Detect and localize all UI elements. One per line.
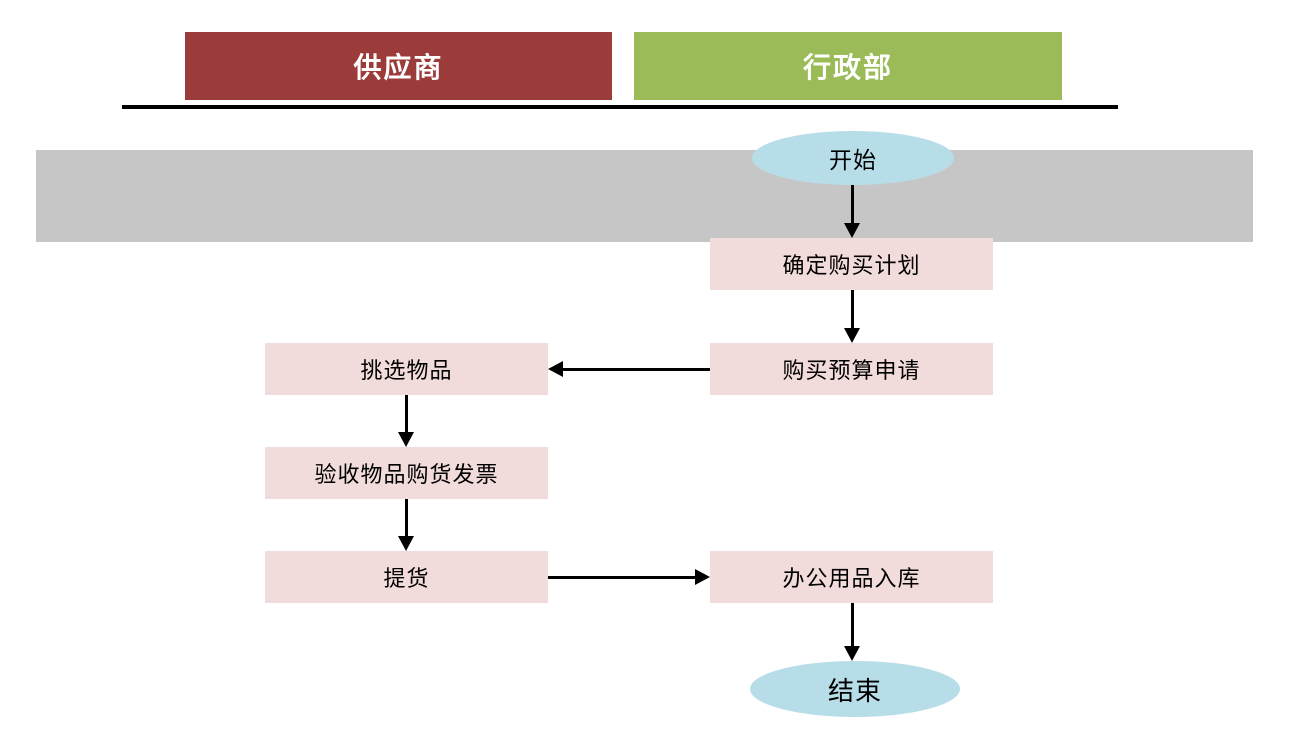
arrow-plan-to-budget-head — [844, 328, 860, 343]
arrow-pickup-to-stockin-head — [695, 569, 710, 585]
node-determine-purchase-plan-label: 确定购买计划 — [782, 254, 921, 279]
start-terminal-label: 开始 — [829, 148, 877, 174]
arrow-start-to-plan-head — [844, 223, 860, 238]
node-purchase-budget-request: 购买预算申请 — [710, 343, 993, 395]
node-pick-items: 挑选物品 — [265, 343, 548, 395]
node-pick-items-label: 挑选物品 — [360, 359, 453, 384]
lane-header-supplier: 供应商 — [185, 32, 612, 100]
lane-header-supplier-label: 供应商 — [353, 52, 444, 83]
arrow-pick-to-inspect-line — [405, 395, 408, 432]
arrow-pick-to-inspect-head — [398, 432, 414, 447]
node-inspect-items-invoice: 验收物品购货发票 — [265, 447, 548, 499]
arrow-budget-to-pick-head — [548, 361, 563, 377]
node-pick-up-goods-label: 提货 — [383, 567, 430, 592]
node-purchase-budget-request-label: 购买预算申请 — [782, 359, 921, 384]
end-terminal-label: 结束 — [827, 676, 882, 707]
arrow-inspect-to-pickup-head — [398, 536, 414, 551]
arrow-stockin-to-end-line — [851, 603, 854, 646]
row-highlight-band — [36, 150, 1253, 242]
header-divider-line — [122, 105, 1118, 109]
node-inspect-items-invoice-label: 验收物品购货发票 — [314, 463, 499, 488]
arrow-pickup-to-stockin-line — [548, 576, 695, 579]
lane-header-admin: 行政部 — [634, 32, 1062, 100]
arrow-inspect-to-pickup-line — [405, 499, 408, 536]
end-terminal: 结束 — [750, 661, 960, 717]
arrow-stockin-to-end-head — [844, 646, 860, 661]
arrow-start-to-plan-line — [851, 185, 854, 223]
node-determine-purchase-plan: 确定购买计划 — [710, 238, 993, 290]
node-office-supplies-stock-in: 办公用品入库 — [710, 551, 993, 603]
node-pick-up-goods: 提货 — [265, 551, 548, 603]
node-office-supplies-stock-in-label: 办公用品入库 — [782, 567, 921, 592]
arrow-plan-to-budget-line — [851, 290, 854, 328]
lane-header-admin-label: 行政部 — [802, 52, 893, 83]
start-terminal: 开始 — [752, 131, 954, 185]
arrow-budget-to-pick-line — [563, 368, 710, 371]
